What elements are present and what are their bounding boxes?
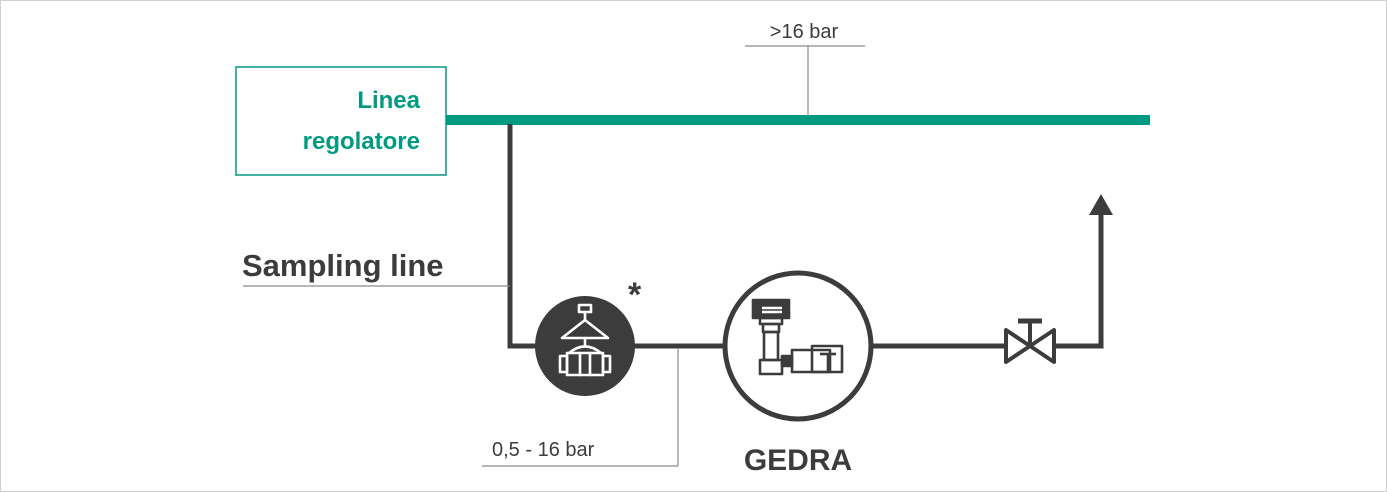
sampling-pipe (507, 124, 536, 349)
sampling-line-label: Sampling line (242, 248, 444, 283)
regulator-line-label-1: Linea (357, 87, 420, 114)
gedra-analyzer-circle (722, 270, 874, 422)
outlet-pipe (1054, 212, 1104, 349)
high-pressure-label: >16 bar (770, 21, 839, 43)
gedra-analyzer (722, 270, 874, 422)
gate-valve-icon (1004, 318, 1056, 364)
arrow-up-icon (1089, 194, 1113, 215)
regulator-line-box (235, 66, 447, 176)
reducer-asterisk: * (628, 276, 642, 314)
low-pressure-label: 0,5 - 16 bar (492, 439, 595, 461)
gedra-analyzer-icon (751, 298, 844, 376)
regulator-line-label-2: regolatore (303, 128, 420, 155)
pressure-reducer (535, 296, 635, 396)
gedra-label: GEDRA (744, 444, 852, 477)
pressure-regulator-icon (558, 303, 612, 377)
